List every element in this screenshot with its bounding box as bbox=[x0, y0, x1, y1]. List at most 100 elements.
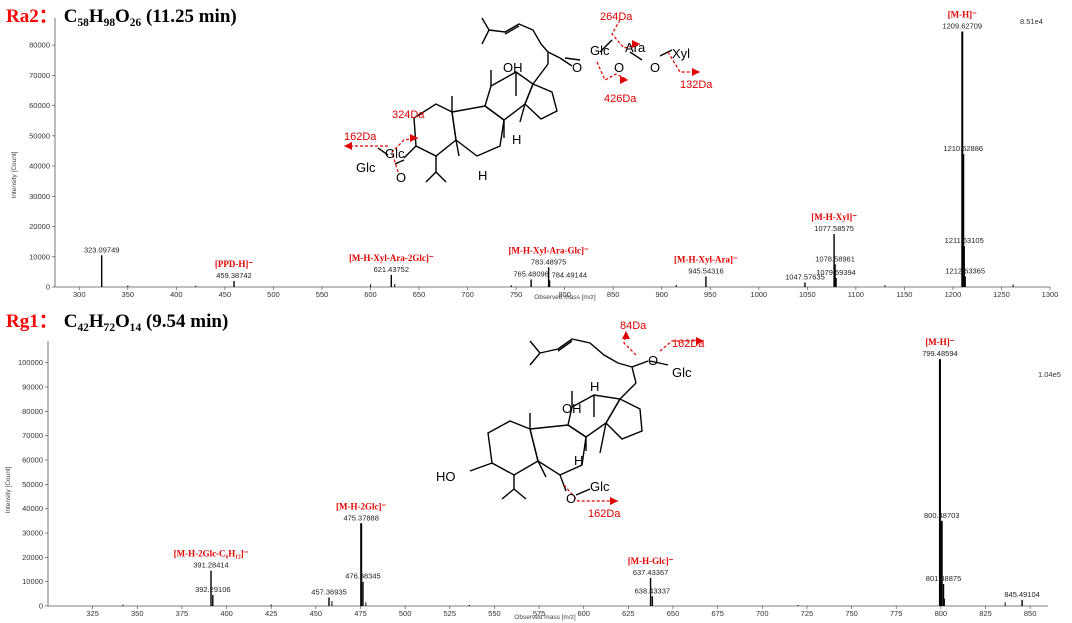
y-tick-label: 70000 bbox=[22, 431, 43, 440]
x-axis-title: Observed mass [m/z] bbox=[514, 614, 576, 621]
x-tick-label: 575 bbox=[533, 609, 546, 618]
y-tick-label: 20000 bbox=[29, 222, 50, 231]
peak-mz-label: 392.29106 bbox=[195, 585, 230, 594]
y-tick-label: 30000 bbox=[29, 192, 50, 201]
h-label-1: H bbox=[512, 132, 521, 147]
sugar-glc-2: Glc bbox=[590, 479, 610, 494]
x-tick-label: 1050 bbox=[799, 290, 816, 299]
x-tick-label: 625 bbox=[622, 609, 635, 618]
x-tick-label: 800 bbox=[935, 609, 948, 618]
ion-annotation: [M-H]⁻ bbox=[948, 10, 977, 20]
ion-annotation: [M-H-Glc]⁻ bbox=[628, 556, 674, 566]
molecule-structure bbox=[377, 17, 673, 183]
arrowhead-162da bbox=[344, 142, 352, 150]
peak-mz-label: 799.48594 bbox=[922, 349, 957, 358]
x-tick-label: 600 bbox=[577, 609, 590, 618]
arrowhead-162da-top bbox=[696, 337, 704, 345]
y-tick-label: 0 bbox=[46, 283, 50, 292]
oh-label: OH bbox=[562, 401, 582, 416]
x-tick-label: 375 bbox=[176, 609, 189, 618]
oxygen-2: O bbox=[566, 491, 576, 506]
y-axis-title: Intensity [Count] bbox=[5, 466, 12, 513]
cleavage-arrows bbox=[563, 330, 704, 502]
ion-annotation: [M-H-Xyl]⁻ bbox=[811, 212, 857, 222]
loss-264da: 264Da bbox=[600, 11, 633, 23]
y-tick-label: 100000 bbox=[18, 358, 43, 367]
peak-mz-label: 784.49144 bbox=[552, 270, 587, 279]
y-tick-label: 70000 bbox=[29, 71, 50, 80]
x-tick-label: 1200 bbox=[945, 290, 962, 299]
y-tick-label: 10000 bbox=[29, 252, 50, 261]
peak-mz-label: 457.36935 bbox=[311, 587, 346, 596]
y-tick-label: 90000 bbox=[22, 383, 43, 392]
max-intensity-label: 8.51e4 bbox=[1020, 17, 1043, 26]
x-tick-label: 550 bbox=[316, 290, 329, 299]
y-tick-label: 80000 bbox=[29, 41, 50, 50]
x-tick-label: 950 bbox=[704, 290, 717, 299]
peak-mz-label: 391.28414 bbox=[193, 561, 228, 570]
arrowhead-162da-bottom bbox=[610, 497, 618, 505]
peak-mz-label: 845.49104 bbox=[1004, 590, 1039, 599]
x-tick-label: 900 bbox=[655, 290, 668, 299]
x-tick-label: 300 bbox=[73, 290, 86, 299]
peak-mz-label: 1211.63105 bbox=[945, 236, 984, 245]
loss-132da: 132Da bbox=[680, 79, 713, 91]
y-tick-label: 0 bbox=[39, 602, 43, 611]
y-tick-label: 60000 bbox=[22, 456, 43, 465]
peak-mz-label: 1212.63365 bbox=[945, 266, 985, 275]
x-tick-label: 475 bbox=[354, 609, 367, 618]
peak-mz-label: 800.48703 bbox=[924, 511, 959, 520]
x-axis-title: Observed mass [m/z] bbox=[534, 294, 596, 301]
sugar-glc-3: Glc bbox=[356, 160, 376, 175]
x-tick-label: 850 bbox=[607, 290, 620, 299]
x-tick-label: 425 bbox=[265, 609, 278, 618]
x-tick-label: 500 bbox=[267, 290, 280, 299]
sugar-glc-1: Glc bbox=[672, 365, 692, 380]
oh-label: OH bbox=[503, 60, 523, 75]
peak-mz-label: 1077.58575 bbox=[814, 224, 854, 233]
loss-84da: 84Da bbox=[620, 320, 647, 332]
peak-mz-label: 621.43752 bbox=[374, 265, 409, 274]
x-tick-label: 400 bbox=[220, 609, 233, 618]
loss-324da: 324Da bbox=[392, 109, 425, 121]
y-tick-label: 80000 bbox=[22, 407, 43, 416]
x-tick-label: 525 bbox=[444, 609, 457, 618]
peak-mz-label: 637.43367 bbox=[633, 568, 668, 577]
x-tick-label: 750 bbox=[510, 290, 523, 299]
peak-mz-label: 476.38345 bbox=[345, 572, 380, 581]
peak-mz-label: 783.48975 bbox=[531, 257, 566, 266]
x-tick-label: 450 bbox=[219, 290, 232, 299]
y-tick-label: 20000 bbox=[22, 553, 43, 562]
x-tick-label: 1000 bbox=[750, 290, 767, 299]
h-label-1: H bbox=[590, 379, 599, 394]
y-tick-label: 40000 bbox=[22, 504, 43, 513]
arrowhead-324da bbox=[410, 134, 418, 142]
peak-mz-label: 323.09749 bbox=[84, 245, 119, 254]
y-tick-label: 10000 bbox=[22, 577, 43, 586]
x-tick-label: 775 bbox=[890, 609, 903, 618]
oxygen-4: O bbox=[396, 170, 406, 185]
x-tick-label: 400 bbox=[170, 290, 183, 299]
y-tick-label: 60000 bbox=[29, 101, 50, 110]
x-tick-label: 1250 bbox=[993, 290, 1010, 299]
arrowhead-132da bbox=[692, 68, 700, 76]
arrowhead-84da bbox=[622, 331, 630, 339]
y-tick-label: 30000 bbox=[22, 529, 43, 538]
x-tick-label: 650 bbox=[413, 290, 426, 299]
ion-annotation: [PPD-H]⁻ bbox=[215, 259, 253, 269]
compound-name: Ra2： bbox=[6, 6, 58, 27]
x-tick-label: 350 bbox=[131, 609, 144, 618]
x-tick-label: 325 bbox=[86, 609, 99, 618]
ion-annotation: [M-H]⁻ bbox=[925, 337, 954, 347]
ho-label: HO bbox=[436, 469, 456, 484]
x-tick-label: 700 bbox=[756, 609, 769, 618]
max-intensity-label: 1.04e5 bbox=[1038, 370, 1061, 379]
oxygen-1: O bbox=[572, 60, 582, 75]
peak-mz-label: 1210.62886 bbox=[943, 144, 983, 153]
ion-annotation: [M-H-Xyl-Ara-2Glc]⁻ bbox=[349, 253, 434, 263]
x-tick-label: 500 bbox=[399, 609, 412, 618]
